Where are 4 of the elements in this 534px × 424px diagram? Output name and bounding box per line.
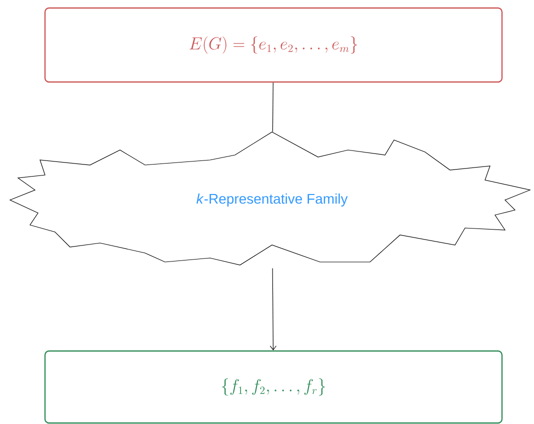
connector-line: [272, 82, 274, 132]
math-box: $\{f_1, f_2, \ldots, f_r\}$: [44, 350, 503, 424]
math-box: $E(G) = \{e_1, e_2, \ldots, e_m\}$: [44, 7, 503, 83]
connector-line: [270, 268, 276, 350]
